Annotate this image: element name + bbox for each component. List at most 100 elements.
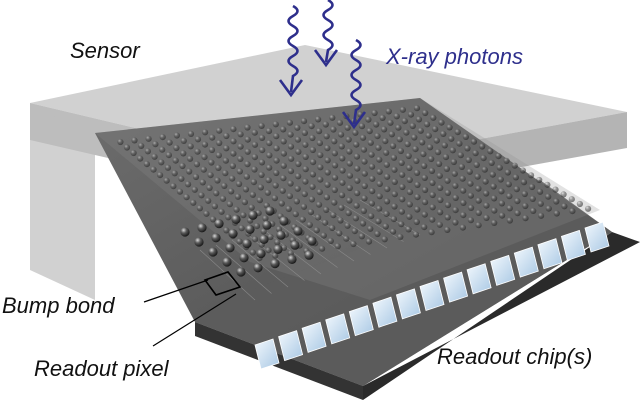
bump-bond — [545, 205, 552, 212]
bump-bond — [287, 143, 295, 150]
bump-bond — [441, 142, 448, 149]
bump-bond — [215, 164, 222, 171]
bump-bond — [414, 181, 421, 188]
bump-bond — [488, 159, 495, 166]
bump-bond — [417, 127, 424, 134]
bump-bond — [475, 222, 482, 229]
bump-bond — [361, 195, 368, 202]
bump-bond — [387, 119, 394, 126]
bump-bond — [450, 158, 457, 166]
bump-bond — [393, 113, 400, 120]
bump-bond — [230, 126, 237, 133]
bump-bond — [391, 166, 398, 173]
bump-bond — [251, 141, 259, 148]
pixel-grid — [199, 199, 421, 301]
bump-bond — [529, 183, 536, 191]
bump-bond — [279, 216, 289, 226]
bump-bond — [191, 186, 198, 193]
bump-bond — [233, 206, 240, 213]
bump-bond — [324, 181, 331, 188]
bump-bond — [459, 224, 466, 231]
bump-bond — [390, 154, 398, 161]
bump-bond — [496, 164, 503, 171]
bump-bond — [316, 140, 323, 147]
bump-bond — [294, 136, 302, 143]
bump-bond — [398, 159, 405, 166]
bump-bond — [266, 140, 273, 147]
bump-bond — [390, 216, 397, 223]
bump-bond — [374, 230, 381, 238]
bump-bond — [253, 263, 263, 273]
wire-bond-pad — [254, 338, 280, 370]
bump-bond — [346, 160, 353, 167]
bump-bond — [187, 143, 194, 150]
bump-bond — [223, 145, 230, 152]
bump-bond — [286, 119, 293, 126]
bump-bond — [435, 149, 442, 156]
bump-bond — [388, 131, 395, 138]
bump-bond — [375, 218, 382, 225]
bump-bond — [237, 155, 244, 162]
bump-bond — [280, 162, 287, 169]
bump-bond — [194, 136, 202, 143]
bump-bond — [537, 200, 544, 207]
bump-bond — [368, 200, 375, 207]
bump-bond — [309, 171, 317, 178]
bump-bond — [479, 143, 486, 150]
bump-bond — [264, 189, 271, 196]
bump-bond — [323, 206, 330, 213]
bump-bond — [226, 201, 233, 208]
bump-bond — [307, 209, 315, 216]
bump-bond — [295, 173, 302, 180]
bump-bond — [339, 192, 346, 199]
bump-bond — [483, 202, 490, 209]
bump-bond — [208, 159, 215, 166]
bump-bond — [237, 131, 244, 138]
bump-bond — [487, 148, 494, 155]
bump-bond — [465, 156, 472, 164]
pixel-grid-line — [279, 224, 338, 268]
bump-bond — [329, 224, 336, 232]
bump-bond — [159, 134, 166, 141]
bump-bond — [398, 208, 405, 215]
bump-bond — [414, 194, 421, 201]
bump-bond — [544, 181, 551, 188]
photon-arrowhead-1 — [278, 79, 304, 98]
bump-bond — [243, 173, 250, 180]
bump-bond — [373, 121, 380, 128]
bump-bond — [322, 219, 329, 226]
bump-bond — [336, 119, 344, 126]
bump-bond — [197, 223, 207, 233]
bump-bond — [443, 165, 450, 172]
xray-photons-label: X-ray photons — [386, 44, 523, 69]
bump-bond — [331, 138, 338, 145]
bump-bond — [309, 183, 316, 190]
bump-bond — [228, 229, 238, 239]
bump-bond — [250, 179, 257, 186]
bump-bond — [412, 146, 419, 153]
bump-bond — [421, 174, 428, 181]
bump-bond — [346, 172, 354, 179]
bump-bond — [223, 132, 230, 140]
bump-bond — [452, 207, 459, 214]
bump-bond — [381, 236, 388, 243]
bump-bond — [468, 204, 475, 211]
bump-bond — [452, 219, 459, 226]
bump-bond — [381, 126, 388, 133]
xray-photons — [278, 0, 367, 130]
bump-bond — [276, 230, 286, 240]
bump-bond — [258, 171, 265, 178]
bump-bond — [338, 204, 345, 211]
bump-bond — [249, 249, 256, 256]
bump-bond — [383, 149, 390, 156]
bump-bond — [522, 202, 529, 210]
bump-bond — [225, 214, 232, 221]
wire-bond-pad — [466, 263, 492, 295]
bump-bond — [376, 205, 383, 212]
bump-bond — [151, 153, 158, 160]
bump-bond — [213, 190, 220, 197]
bump-bond — [302, 141, 309, 148]
bump-bond — [301, 129, 308, 136]
bump-bond — [187, 130, 195, 137]
bump-bond — [440, 130, 447, 137]
